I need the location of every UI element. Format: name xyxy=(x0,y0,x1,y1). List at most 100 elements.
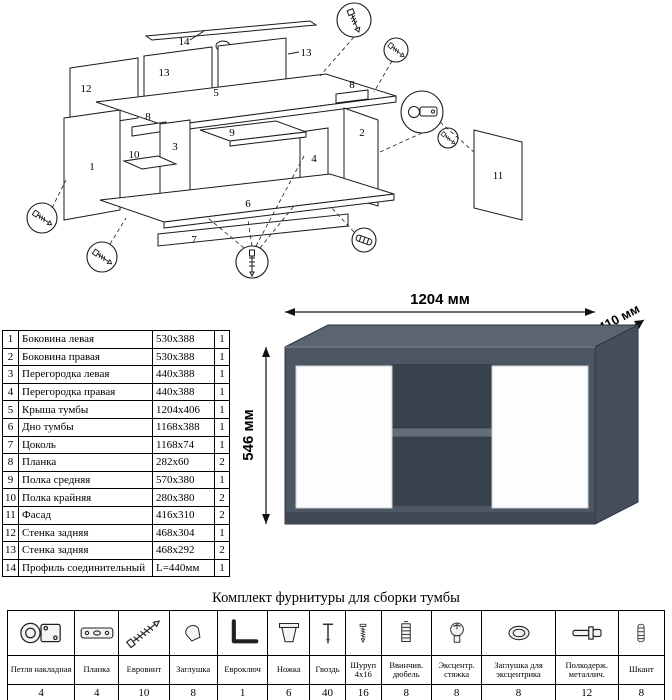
part-number: 10 xyxy=(2,488,19,507)
part-number: 3 xyxy=(2,365,19,384)
hardware-icon-cell xyxy=(617,610,666,656)
part-size: 280x380 xyxy=(152,488,215,507)
cabinet-top-face xyxy=(284,324,639,348)
part-label-14: 14 xyxy=(179,36,191,48)
assembled-cabinet-render: 1204 мм 410 мм 546 мм xyxy=(240,292,645,525)
part-label-12: 12 xyxy=(81,83,92,95)
part-qty: 1 xyxy=(214,400,230,419)
plank-right xyxy=(335,89,369,104)
wood-dowel-icon xyxy=(637,623,645,643)
part-label-3: 3 xyxy=(172,141,178,153)
part-name: Профиль соединительный xyxy=(18,558,153,578)
part-qty: 1 xyxy=(214,435,230,455)
part-size: 416x310 xyxy=(152,505,215,525)
nail-icon xyxy=(322,623,333,645)
hardware-name: Заглушка для эксцентрика xyxy=(481,655,556,685)
part-name: Крыша тумбы xyxy=(18,400,153,419)
right-door xyxy=(491,365,589,509)
part-name: Боковина правая xyxy=(18,347,153,367)
hardware-icon-cell xyxy=(481,610,556,656)
part-qty: 2 xyxy=(214,453,230,472)
part-size: 530x388 xyxy=(152,330,215,349)
part-name: Фасад xyxy=(18,505,153,525)
cam-cap-icon xyxy=(507,625,530,641)
euro-screw-icon xyxy=(125,620,161,649)
side-shelf xyxy=(122,155,178,170)
part-number: 9 xyxy=(2,470,19,490)
part-name: Полка средняя xyxy=(18,470,153,490)
part-number: 1 xyxy=(2,330,19,349)
insert-dowel-icon xyxy=(401,621,411,642)
hardware-qty: 10 xyxy=(118,684,170,700)
hardware-qty: 40 xyxy=(309,684,346,700)
part-name: Стенка задняя xyxy=(18,523,153,543)
part-size: 440x388 xyxy=(152,365,215,384)
part-size: 282x60 xyxy=(152,453,215,472)
hardware-icon-cell xyxy=(267,610,311,656)
hardware-icons-row xyxy=(6,610,666,656)
part-number: 7 xyxy=(2,435,19,455)
screw-icon xyxy=(359,623,367,644)
hardware-qty: 8 xyxy=(617,684,666,700)
cabinet-shelf xyxy=(391,427,493,438)
part-qty: 1 xyxy=(214,330,230,349)
part-number: 8 xyxy=(2,453,19,472)
part-label-11: 11 xyxy=(493,170,504,182)
width-dimension: 1204 мм xyxy=(410,292,470,308)
part-label-2: 2 xyxy=(359,127,365,139)
part-size: 530x388 xyxy=(152,347,215,367)
connecting-profile xyxy=(144,20,318,41)
part-label-9: 9 xyxy=(229,127,235,139)
hardware-name: Планка xyxy=(74,655,120,685)
hardware-name: Заглушка xyxy=(168,655,218,685)
part-label-8b: 8 xyxy=(349,79,355,91)
hardware-qty: 6 xyxy=(267,684,311,700)
hardware-qty: 8 xyxy=(481,684,556,700)
part-label-10: 10 xyxy=(129,149,141,161)
hardware-icon-cell xyxy=(6,610,76,656)
facade-door xyxy=(473,129,523,221)
hinge-icon xyxy=(20,622,61,644)
part-number: 14 xyxy=(2,558,19,578)
hardware-qty: 8 xyxy=(430,684,483,700)
part-label-8a: 8 xyxy=(145,111,151,123)
cabinet-side-face xyxy=(594,324,639,525)
shelf-support-icon xyxy=(572,626,602,640)
part-qty: 1 xyxy=(214,347,230,367)
part-qty: 1 xyxy=(214,523,230,543)
part-name: Планка xyxy=(18,453,153,472)
part-number: 4 xyxy=(2,382,19,402)
part-name: Перегородка левая xyxy=(18,365,153,384)
part-number: 12 xyxy=(2,523,19,543)
hardware-name: Шкант xyxy=(617,655,666,685)
leg-icon xyxy=(278,622,299,643)
part-label-1: 1 xyxy=(89,161,95,173)
hardware-qty-row: 4 4 10 8 1 6 40 16 8 8 8 12 8 xyxy=(6,684,666,700)
cam-lock-icon xyxy=(449,622,464,643)
cap-icon xyxy=(185,625,201,642)
part-size: 1204x406 xyxy=(152,400,215,419)
hardware-name: Эксцентр. стяжка xyxy=(430,655,483,685)
part-number: 6 xyxy=(2,417,19,437)
hardware-qty: 8 xyxy=(380,684,432,700)
part-name: Цоколь xyxy=(18,435,153,455)
hardware-kit-table: Петля накладная Планка Евровинт Заглушка… xyxy=(6,610,666,700)
part-qty: 2 xyxy=(214,505,230,525)
part-qty: 1 xyxy=(214,365,230,384)
hardware-icon-cell xyxy=(380,610,432,656)
part-name: Боковина левая xyxy=(18,330,153,349)
hardware-icon-cell xyxy=(344,610,382,656)
hardware-name: Петля накладная xyxy=(6,655,76,685)
mounting-plate-icon xyxy=(80,627,114,639)
part-qty: 1 xyxy=(214,470,230,490)
bottom-panel-edge xyxy=(163,193,395,229)
